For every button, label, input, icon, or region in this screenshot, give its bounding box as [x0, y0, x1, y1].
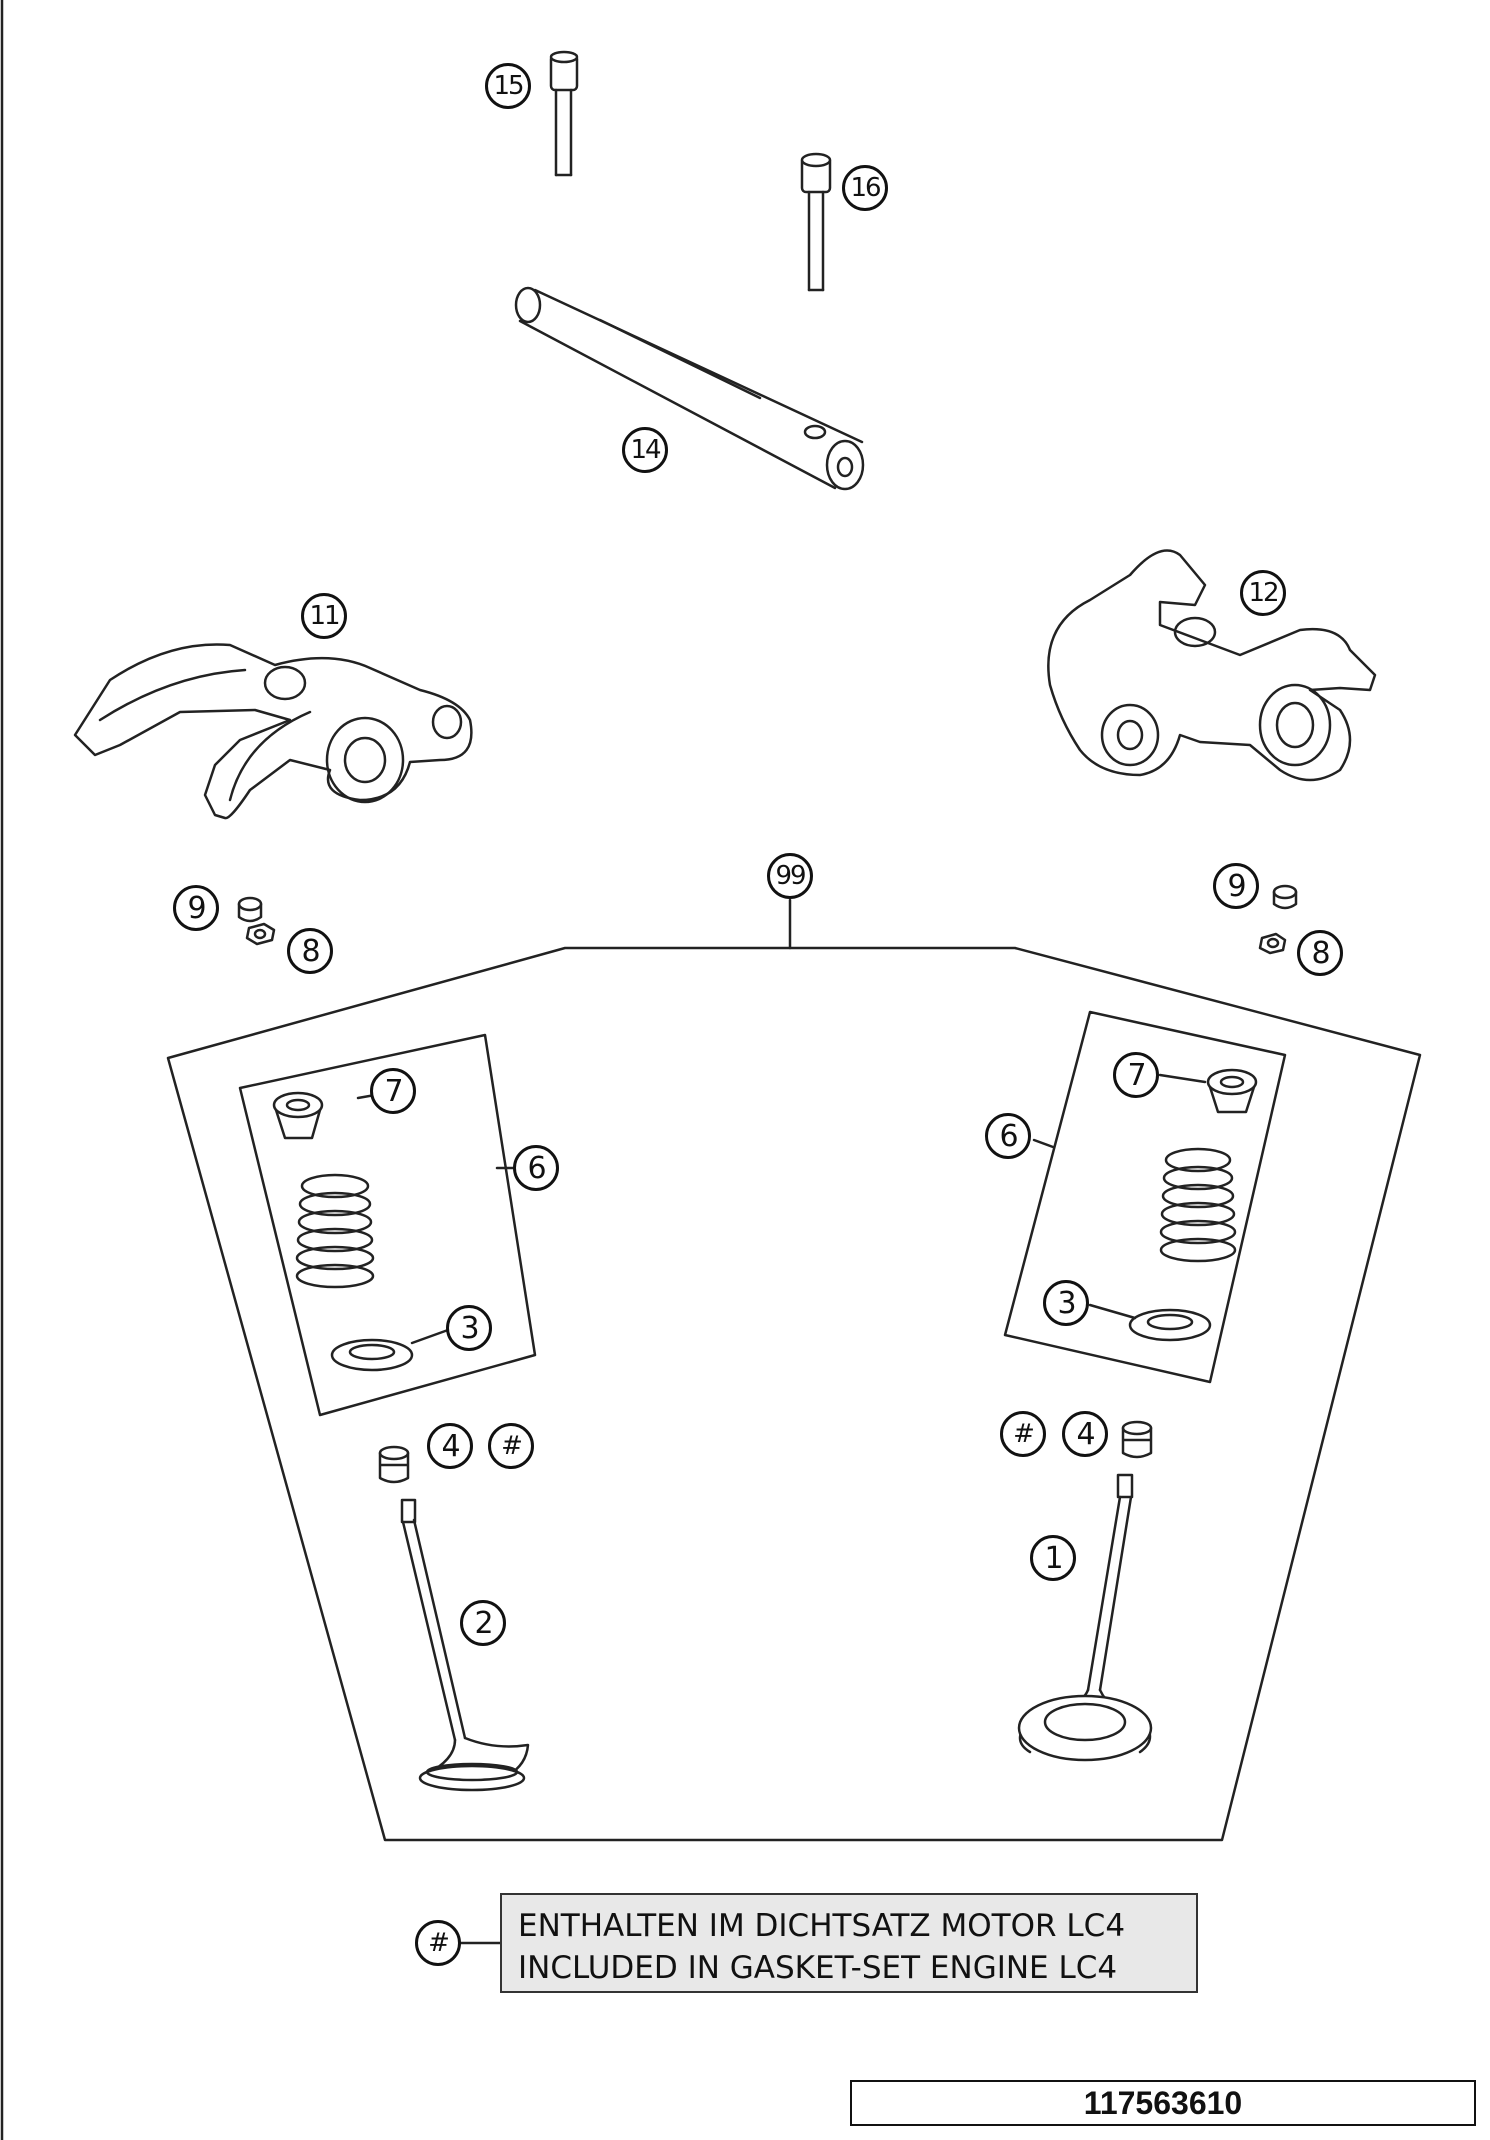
- callout-4-right: 4: [1062, 1411, 1108, 1457]
- valve-2: [400, 1498, 530, 1792]
- callout-11: 11: [301, 593, 347, 639]
- reference-number: 117563610: [850, 2080, 1476, 2126]
- spring-retainer-7-right: [1206, 1068, 1258, 1114]
- gasket-set-note: ENTHALTEN IM DICHTSATZ MOTOR LC4 INCLUDE…: [500, 1893, 1198, 1993]
- callout-hash-note: #: [415, 1920, 461, 1966]
- callout-8-left: 8: [287, 928, 333, 974]
- spring-seat-3-right: [1128, 1308, 1212, 1342]
- note-line-english: INCLUDED IN GASKET-SET ENGINE LC4: [518, 1950, 1118, 1986]
- rocker-shaft-14: [514, 286, 865, 491]
- spring-seat-3-left: [330, 1338, 414, 1372]
- callout-9-right: 9: [1213, 863, 1259, 909]
- callout-1: 1: [1030, 1535, 1076, 1581]
- callout-7-left: 7: [370, 1068, 416, 1114]
- cap-9-right: [1272, 884, 1298, 910]
- nut-8-left: [245, 922, 276, 946]
- leader-3-left: [410, 1328, 450, 1345]
- stem-seal-4-right: [1121, 1420, 1153, 1459]
- callout-6-right: 6: [985, 1113, 1031, 1159]
- rocker-arm-11: [73, 643, 473, 820]
- callout-6-left: 6: [513, 1145, 559, 1191]
- note-line-german: ENTHALTEN IM DICHTSATZ MOTOR LC4: [518, 1908, 1126, 1944]
- leader-3-right: [1088, 1303, 1137, 1320]
- callout-7-right: 7: [1113, 1052, 1159, 1098]
- spring-box-left: [238, 1033, 537, 1417]
- cap-9-left: [237, 896, 263, 923]
- spring-box-right: [1003, 1010, 1287, 1384]
- callout-9-left: 9: [173, 885, 219, 931]
- leader-6-right: [1032, 1138, 1055, 1149]
- callout-4-left: 4: [427, 1423, 473, 1469]
- valve-set-outline: [166, 946, 1422, 1842]
- leader-7-right: [1158, 1073, 1207, 1084]
- callout-3-left: 3: [446, 1305, 492, 1351]
- callout-99: 99: [767, 853, 813, 899]
- callout-hash-left: #: [488, 1423, 534, 1469]
- rocker-arm-12: [1047, 549, 1377, 782]
- callout-hash-right: #: [1000, 1411, 1046, 1457]
- callout-3-right: 3: [1043, 1280, 1089, 1326]
- callout-2: 2: [460, 1600, 506, 1646]
- stem-seal-4-left: [378, 1445, 410, 1484]
- callout-15: 15: [485, 63, 531, 109]
- valve-spring-left: [295, 1173, 375, 1289]
- callout-16: 16: [842, 165, 888, 211]
- callout-14: 14: [622, 427, 668, 473]
- valve-spring-right: [1159, 1147, 1237, 1263]
- nut-8-right: [1258, 932, 1287, 955]
- valve-1: [1017, 1473, 1153, 1762]
- callout-8-right: 8: [1297, 930, 1343, 976]
- bolt-15: [549, 50, 579, 177]
- spring-retainer-7-left: [272, 1091, 324, 1140]
- bolt-16: [800, 152, 832, 292]
- callout-12: 12: [1240, 570, 1286, 616]
